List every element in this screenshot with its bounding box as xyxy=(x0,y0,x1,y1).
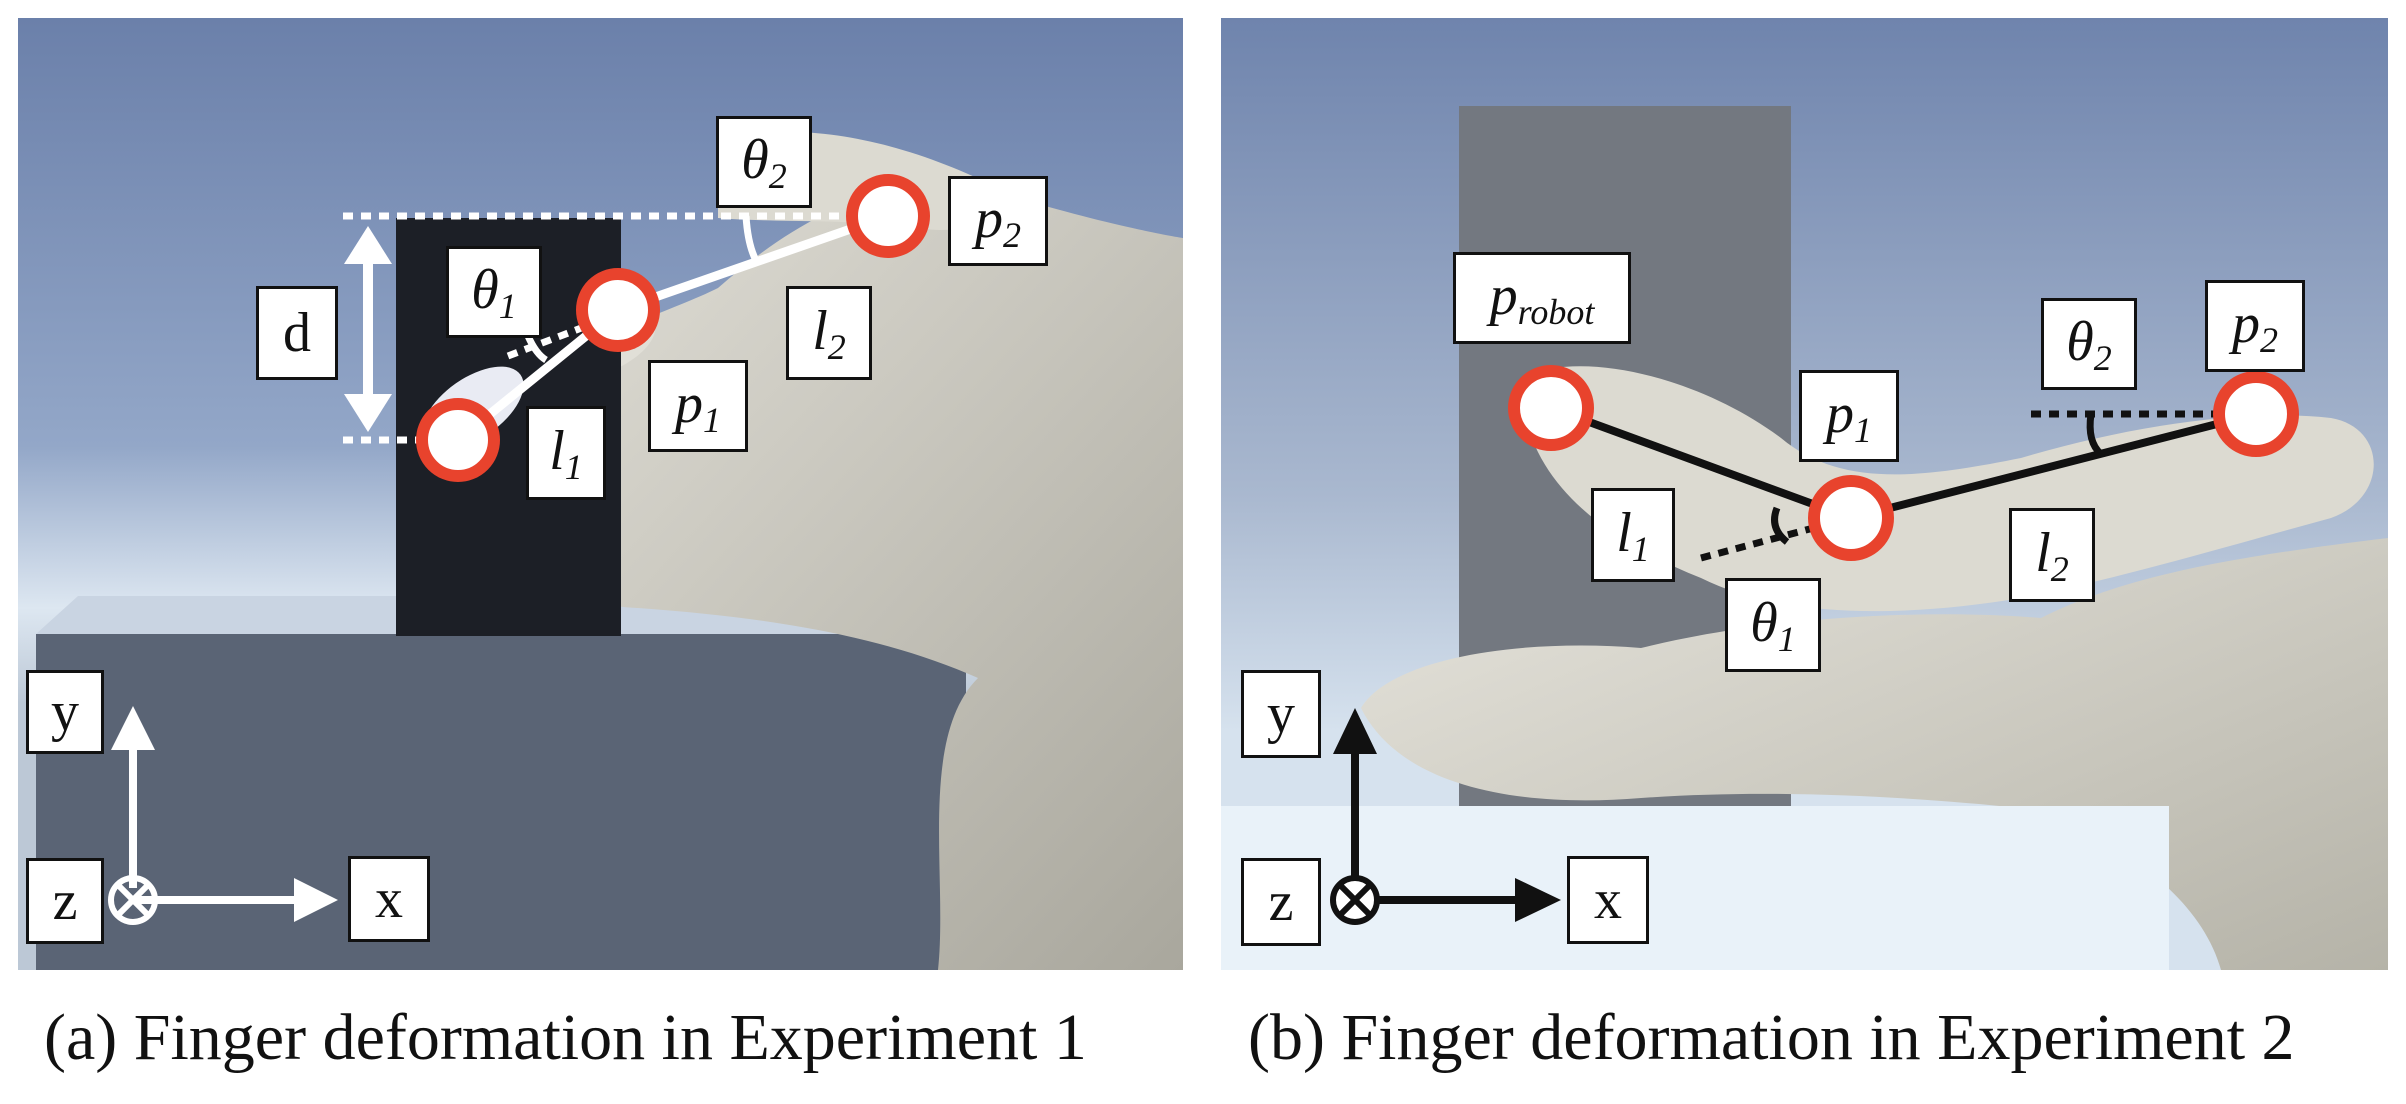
label-axis-y: y xyxy=(1241,670,1321,758)
d-arrow-head-bottom xyxy=(344,394,392,432)
label-p2: p2 xyxy=(2205,280,2305,372)
label-l1-text: l1 xyxy=(1616,501,1650,569)
theta2-arc xyxy=(2086,413,2104,457)
hand-shape xyxy=(458,185,1183,970)
label-theta1: θ1 xyxy=(1725,578,1821,672)
link-l2 xyxy=(1850,410,2257,522)
label-p2: p2 xyxy=(948,176,1048,266)
hand-palm xyxy=(1361,538,2388,970)
label-p1-text: p1 xyxy=(675,372,721,440)
axis-y-arrowhead xyxy=(111,706,155,750)
marker-p1 xyxy=(1808,475,1894,561)
label-probot: probot xyxy=(1453,252,1631,344)
label-l1: l1 xyxy=(1591,488,1675,582)
marker-p2 xyxy=(846,174,930,258)
label-p2-text: p2 xyxy=(2232,292,2278,360)
label-p1-text: p1 xyxy=(1826,382,1872,450)
label-axis-x: x xyxy=(1567,856,1649,944)
scene-experiment-2 xyxy=(1221,18,2388,970)
label-p2-text: p2 xyxy=(975,187,1021,255)
label-theta1: θ1 xyxy=(446,246,542,338)
label-p1: p1 xyxy=(648,360,748,452)
caption-a: (a) Finger deformation in Experiment 1 xyxy=(44,1001,1087,1074)
white-table xyxy=(1221,806,2169,970)
label-l2-text: l2 xyxy=(2035,521,2069,589)
label-l1-text: l1 xyxy=(549,419,583,487)
label-theta1-text: θ1 xyxy=(1750,591,1796,659)
link-l2 xyxy=(616,211,890,315)
label-axis-z: z xyxy=(1241,858,1321,946)
axis-x-arrowhead xyxy=(294,878,338,922)
marker-p0 xyxy=(416,398,500,482)
label-axis-y: y xyxy=(26,670,104,754)
label-theta1-text: θ1 xyxy=(471,258,517,326)
marker-p2 xyxy=(2213,371,2299,457)
d-arrow-head-top xyxy=(344,226,392,264)
label-l2-text: l2 xyxy=(812,299,846,367)
label-theta2: θ2 xyxy=(2041,298,2137,390)
axis-z-symbol xyxy=(108,875,158,925)
label-axis-x: x xyxy=(348,856,430,942)
theta2-arc xyxy=(742,215,762,266)
label-theta2-text: θ2 xyxy=(741,128,787,196)
caption-b: (b) Finger deformation in Experiment 2 xyxy=(1248,1001,2295,1074)
label-d: d xyxy=(256,286,338,380)
finger-index xyxy=(1521,366,2374,612)
table-front xyxy=(36,634,966,970)
label-l2: l2 xyxy=(786,286,872,380)
theta1-arc xyxy=(1771,506,1790,545)
marker-p1 xyxy=(576,268,660,352)
label-axis-z: z xyxy=(26,858,104,944)
label-theta2-text: θ2 xyxy=(2066,310,2112,378)
label-d-text: d xyxy=(283,302,311,364)
axis-z-cross-2 xyxy=(1337,882,1373,918)
panel-experiment-2: probot p1 θ2 p2 l1 θ1 l2 y z x xyxy=(1221,18,2388,970)
label-l1: l1 xyxy=(526,406,606,500)
axis-z-cross-2 xyxy=(115,882,151,918)
link-l1 xyxy=(1549,404,1853,522)
panel-experiment-1: d θ1 θ2 p2 l2 p1 l1 y z x xyxy=(18,18,1183,970)
label-p1: p1 xyxy=(1799,370,1899,462)
theta1-arc xyxy=(524,334,548,364)
marker-probot xyxy=(1508,365,1594,451)
axis-y-arrowhead xyxy=(1333,708,1377,754)
axis-x-arrowhead xyxy=(1515,878,1561,922)
label-theta2: θ2 xyxy=(716,116,812,208)
label-l2: l2 xyxy=(2009,508,2095,602)
label-probot-text: probot xyxy=(1489,264,1595,332)
